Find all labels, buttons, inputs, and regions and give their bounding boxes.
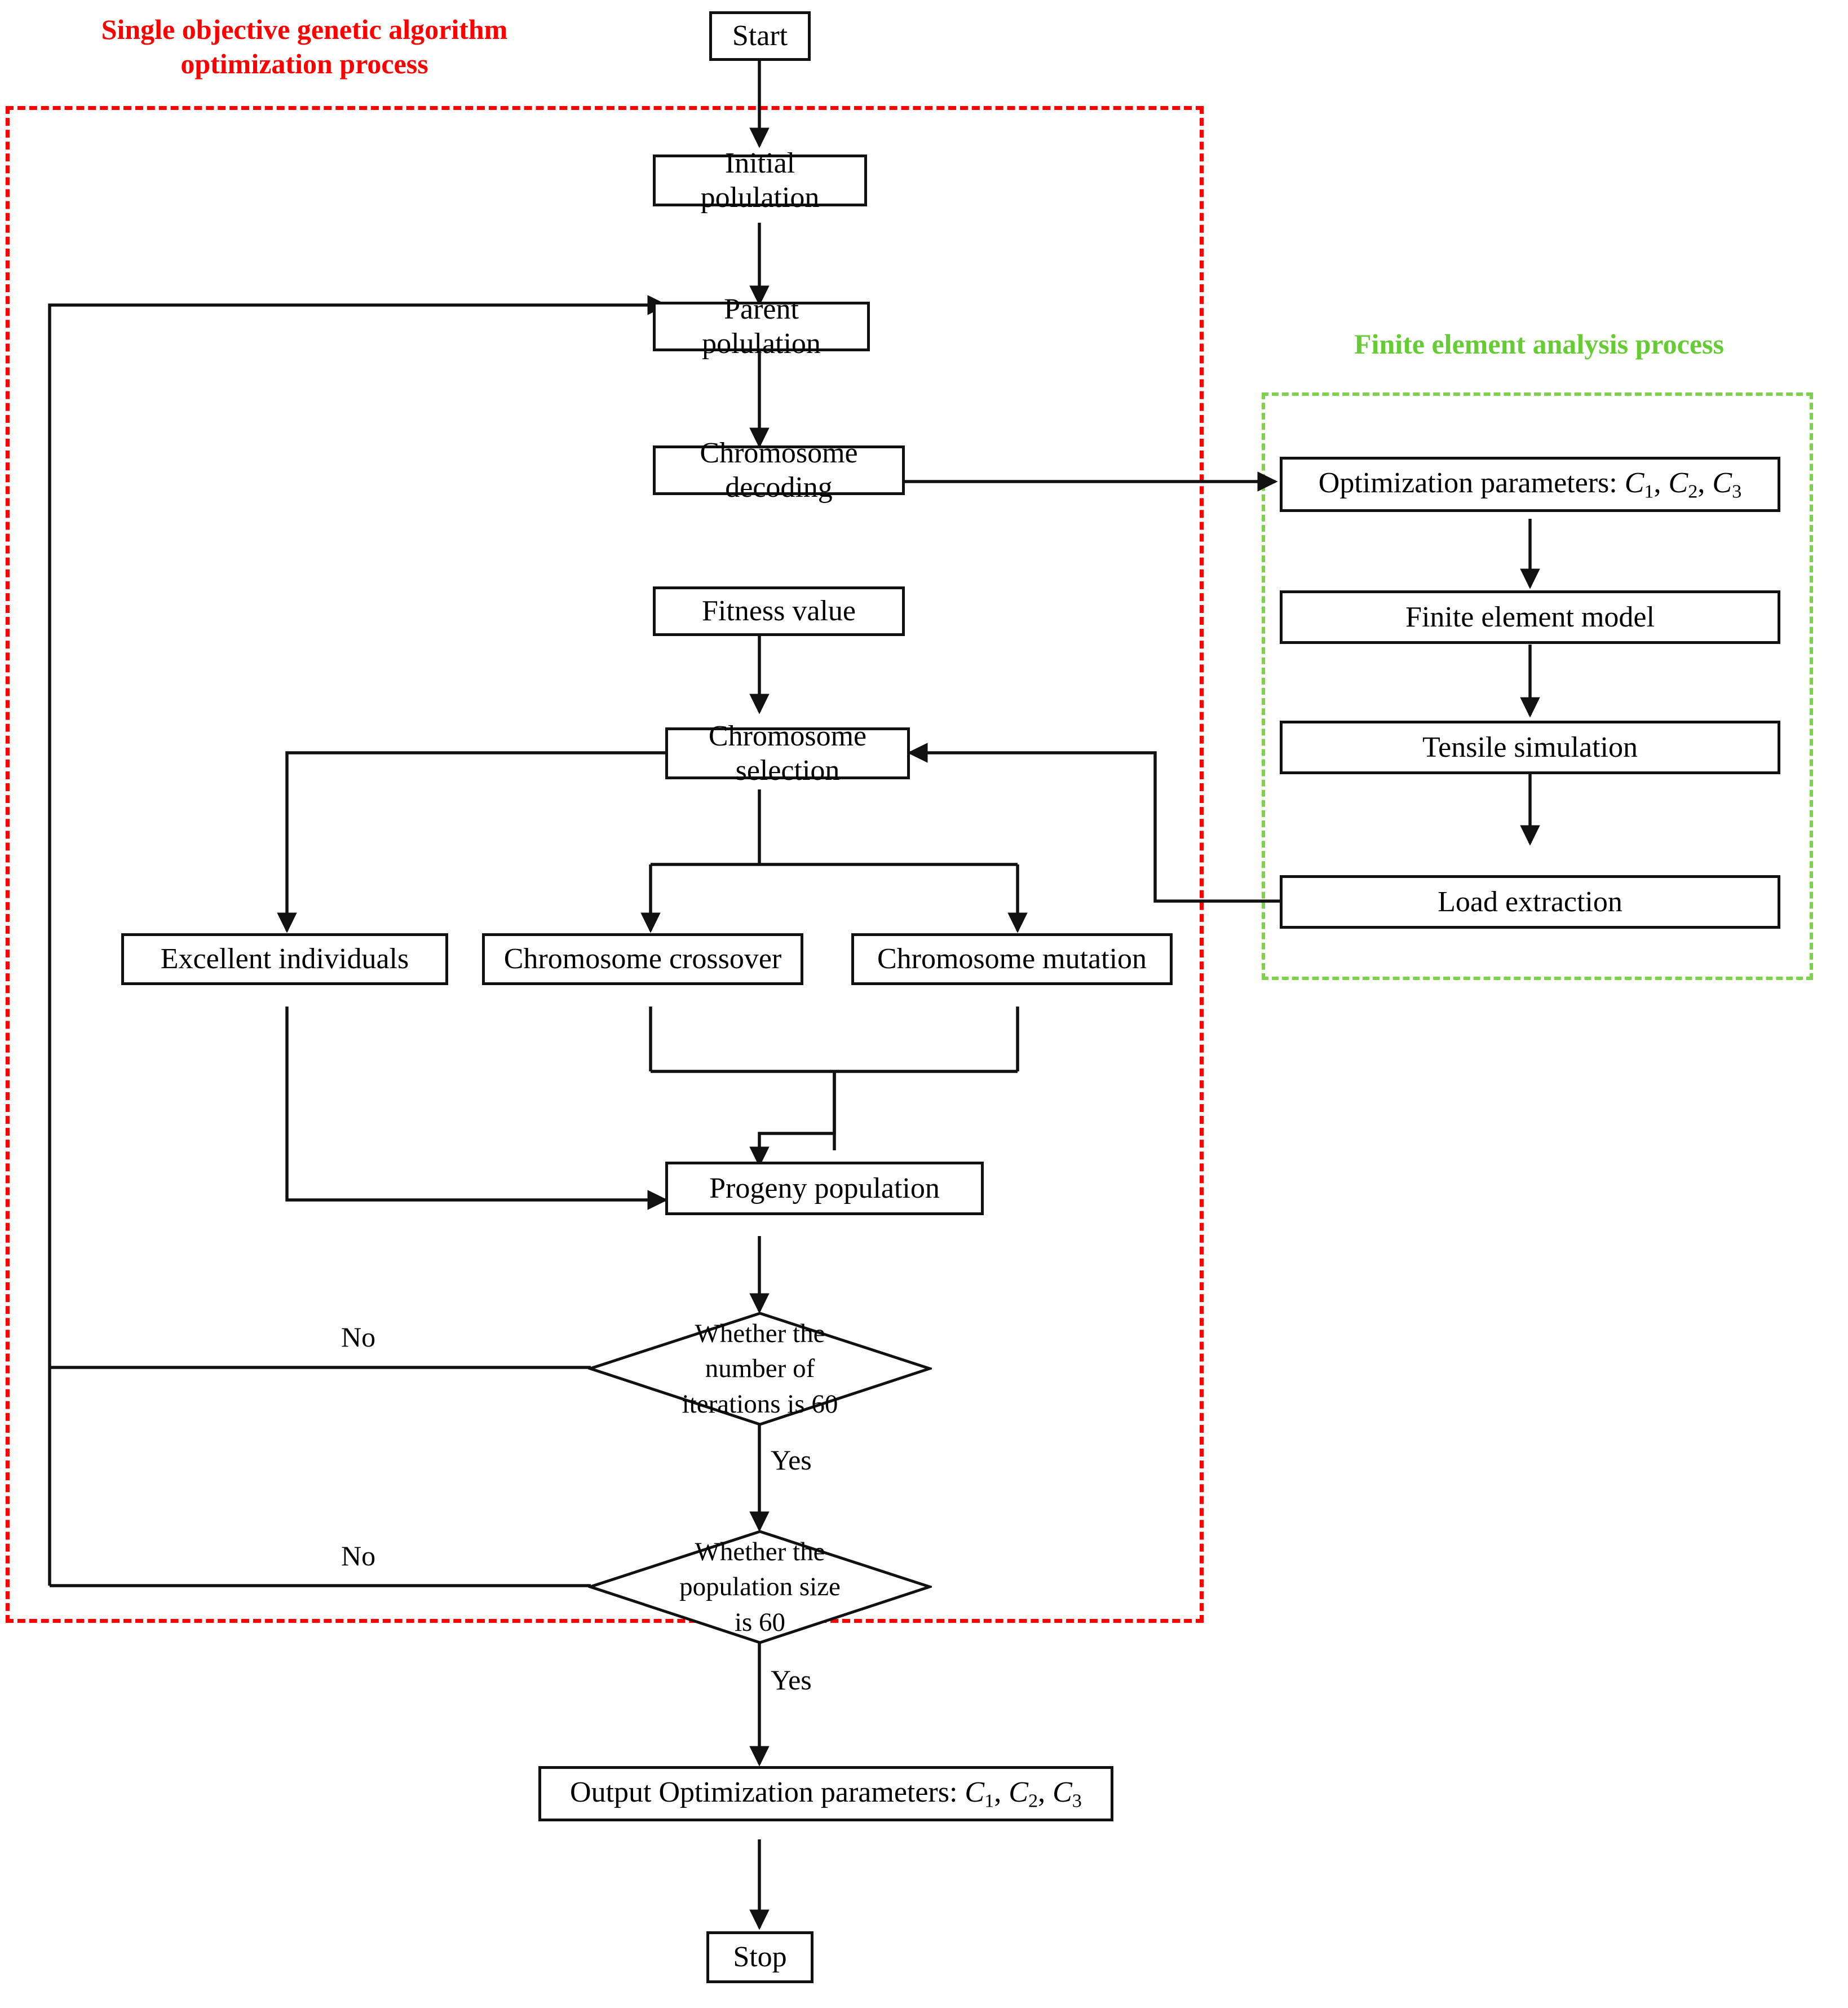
node-start[interactable]: Start (709, 11, 811, 61)
node-excellent-individuals[interactable]: Excellent individuals (121, 933, 448, 985)
node-tensile-simulation[interactable]: Tensile simulation (1280, 721, 1780, 774)
fea-process-boundary (1262, 392, 1813, 980)
node-stop-label: Stop (733, 1941, 787, 1974)
decision-population-line3: is 60 (734, 1607, 786, 1637)
edge-label-yes-population: Yes (771, 1664, 812, 1696)
output-parameters-prefix: Output Optimization parameters: (570, 1776, 965, 1808)
node-start-label: Start (732, 20, 788, 52)
node-chromosome-crossover[interactable]: Chromosome crossover (482, 933, 803, 985)
decision-population-shape (585, 1530, 935, 1644)
decision-iterations[interactable]: Whether the number of iterations is 60 (585, 1311, 935, 1427)
node-finite-element-model-label: Finite element model (1405, 601, 1655, 633)
optimization-parameters-params: C1, C2, C3 (1624, 466, 1742, 502)
decision-iterations-shape (585, 1312, 935, 1426)
decision-population[interactable]: Whether the population size is 60 (585, 1529, 935, 1645)
node-chromosome-decoding-label: Chromosome decoding (700, 436, 858, 504)
decision-iterations-text: Whether the number of iterations is 60 (588, 1311, 932, 1427)
node-load-extraction[interactable]: Load extraction (1280, 875, 1780, 929)
node-chromosome-crossover-label: Chromosome crossover (503, 943, 782, 976)
node-parent-population[interactable]: Parent polulation (653, 293, 870, 360)
optimization-parameters-prefix: Optimization parameters: (1318, 466, 1625, 499)
node-optimization-parameters[interactable]: Optimization parameters: C1, C2, C3 (1280, 457, 1780, 512)
node-output-parameters[interactable]: Output Optimization parameters: C1, C2, … (538, 1766, 1113, 1821)
decision-iterations-line2: number of (705, 1354, 815, 1384)
output-parameters-params: C1, C2, C3 (965, 1776, 1082, 1812)
decision-population-text: Whether the population size is 60 (588, 1529, 932, 1645)
decision-population-line2: population size (679, 1572, 841, 1602)
edge-label-no-iterations: No (341, 1321, 376, 1353)
fea-process-title: Finite element analysis process (1297, 327, 1781, 361)
ga-process-title: Single objective genetic algorithm optim… (79, 12, 530, 81)
decision-iterations-line3: iterations is 60 (682, 1389, 838, 1419)
decision-population-line1: Whether the (695, 1537, 825, 1567)
node-fitness-value-label: Fitness value (702, 595, 856, 628)
node-chromosome-selection-label: Chromosome selection (708, 720, 867, 787)
node-fitness-value[interactable]: Fitness value (653, 586, 905, 636)
node-chromosome-decoding[interactable]: Chromosome decoding (653, 437, 905, 504)
node-parent-population-label: Parent polulation (702, 293, 821, 360)
node-optimization-parameters-label: Optimization parameters: C1, C2, C3 (1312, 466, 1748, 503)
ga-process-title-line2: optimization process (180, 48, 428, 80)
node-finite-element-model[interactable]: Finite element model (1280, 590, 1780, 644)
node-initial-population-label: Initial polulation (700, 147, 820, 214)
node-tensile-simulation-label: Tensile simulation (1422, 731, 1638, 764)
node-progeny-population[interactable]: Progeny population (665, 1162, 984, 1215)
node-progeny-population-label: Progeny population (709, 1172, 940, 1204)
node-initial-population[interactable]: Initial polulation (653, 147, 867, 214)
node-excellent-individuals-label: Excellent individuals (160, 943, 409, 976)
edge-label-no-population: No (341, 1540, 376, 1572)
node-chromosome-mutation[interactable]: Chromosome mutation (851, 933, 1173, 985)
edge-label-yes-iterations: Yes (771, 1444, 812, 1476)
node-output-parameters-label: Output Optimization parameters: C1, C2, … (563, 1775, 1089, 1812)
node-chromosome-selection[interactable]: Chromosome selection (665, 720, 910, 787)
decision-iterations-line1: Whether the (695, 1319, 825, 1349)
node-load-extraction-label: Load extraction (1438, 885, 1622, 918)
fea-process-title-text: Finite element analysis process (1354, 328, 1724, 360)
ga-process-title-line1: Single objective genetic algorithm (101, 14, 508, 45)
node-chromosome-mutation-label: Chromosome mutation (877, 943, 1147, 976)
node-stop[interactable]: Stop (706, 1931, 814, 1983)
